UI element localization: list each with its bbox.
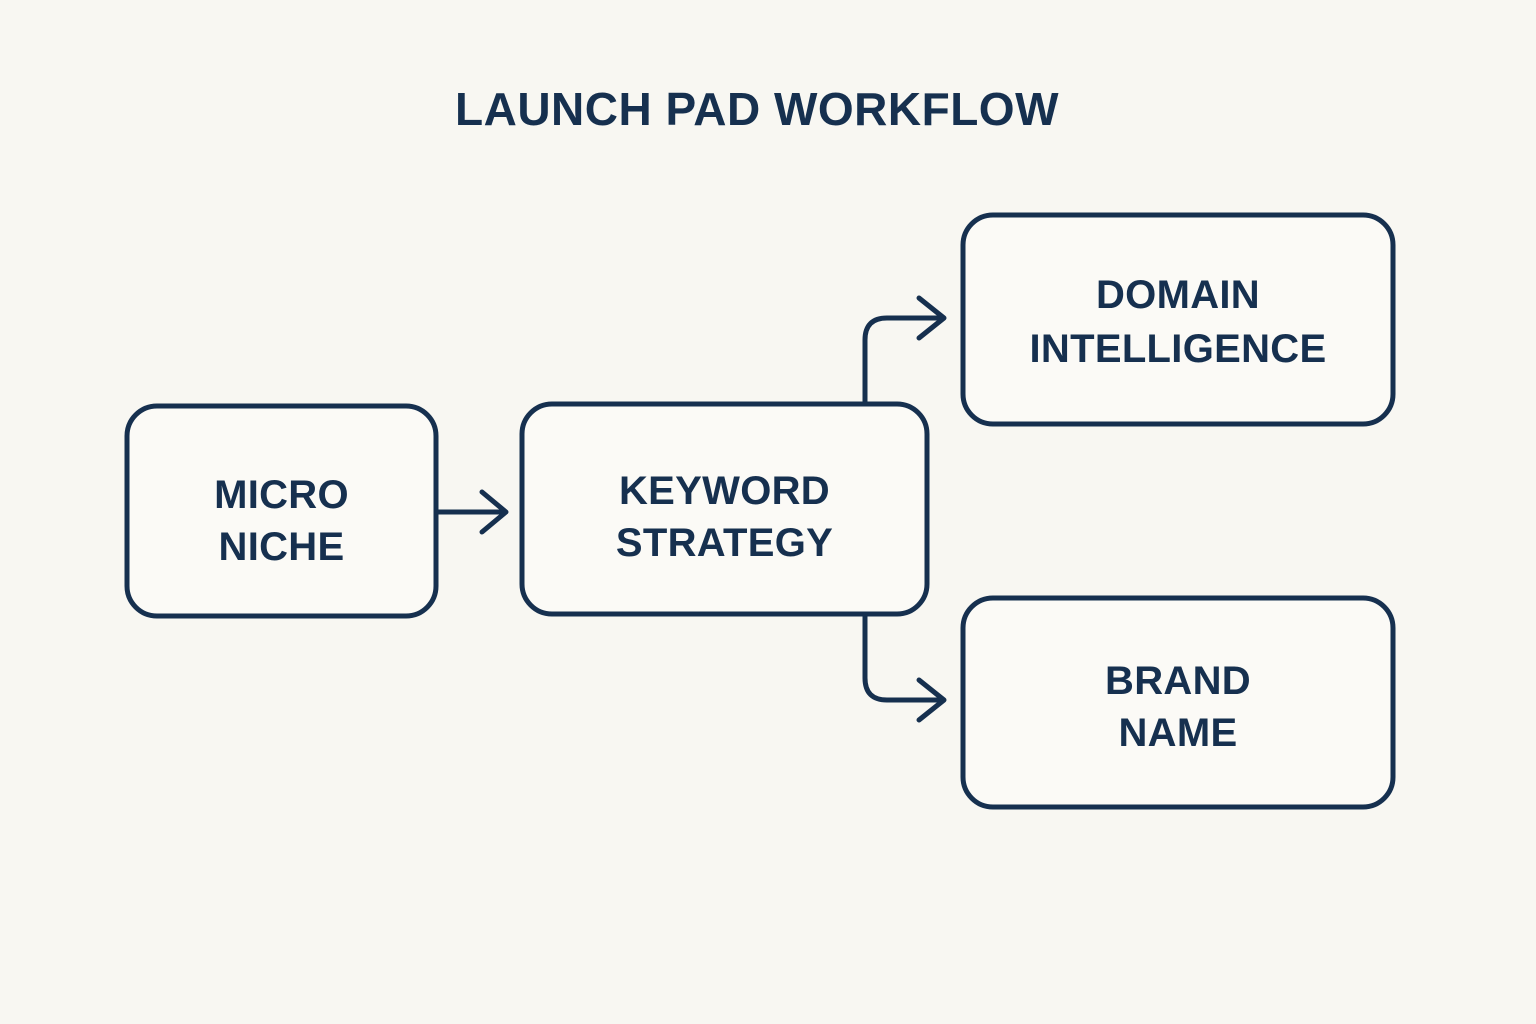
node-micro-niche[interactable]: MICRO NICHE	[124, 403, 439, 619]
node-label-brand-name-line2: NAME	[1119, 711, 1238, 755]
node-domain-intelligence[interactable]: DOMAIN INTELLIGENCE	[960, 212, 1396, 427]
arrow-head-icon-2	[916, 295, 947, 341]
node-label-micro-niche-line1: MICRO	[214, 473, 349, 517]
arrow-head-icon-3	[916, 677, 947, 723]
node-brand-name[interactable]: BRAND NAME	[960, 595, 1396, 810]
node-box-keyword-strategy[interactable]	[519, 401, 930, 617]
node-label-keyword-strategy-line1: KEYWORD	[619, 469, 830, 513]
node-keyword-strategy[interactable]: KEYWORD STRATEGY	[519, 401, 930, 617]
page-title: LAUNCH PAD WORKFLOW	[455, 83, 1059, 135]
connector-micro-niche-to-keyword-strategy	[433, 489, 509, 535]
connector-line-3	[862, 611, 944, 703]
arrow-head-icon-1	[479, 489, 509, 535]
node-label-domain-intelligence-line1: DOMAIN	[1096, 273, 1260, 317]
node-label-brand-name-line1: BRAND	[1105, 659, 1251, 703]
node-label-domain-intelligence-line2: INTELLIGENCE	[1030, 327, 1327, 371]
node-label-micro-niche-line2: NICHE	[219, 525, 345, 569]
node-box-brand-name[interactable]	[960, 595, 1396, 810]
node-label-keyword-strategy-line2: STRATEGY	[616, 521, 833, 565]
node-box-domain-intelligence[interactable]	[960, 212, 1396, 427]
connector-keyword-strategy-to-brand-name	[862, 611, 947, 723]
connector-keyword-strategy-to-domain-intelligence	[862, 295, 947, 407]
connector-line-2	[862, 315, 944, 407]
